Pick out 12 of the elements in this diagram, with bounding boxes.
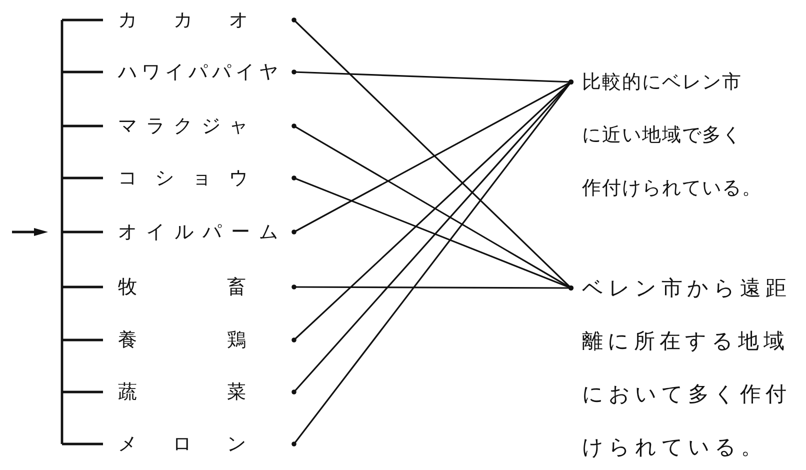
- crop-label: 蔬菜: [118, 380, 246, 405]
- crop-label: マラクジャ: [118, 114, 248, 139]
- crop-label: オイルパーム: [118, 220, 278, 245]
- crop-label: カカオ: [118, 8, 248, 33]
- crop-label: 牧畜: [118, 275, 246, 300]
- description-text: ベレン市から遠距離に所在する地域において多く作付けられている。: [582, 275, 792, 461]
- crop-label: コショウ: [118, 166, 248, 191]
- description-text: 比較的にベレン市に近い地域で多く作付けられている。: [582, 70, 763, 201]
- connector-line: [292, 284, 574, 290]
- crop-label: 養鶏: [118, 328, 246, 353]
- crop-label: ハワイパパイヤ: [118, 60, 278, 85]
- crop-label: メロン: [118, 432, 246, 457]
